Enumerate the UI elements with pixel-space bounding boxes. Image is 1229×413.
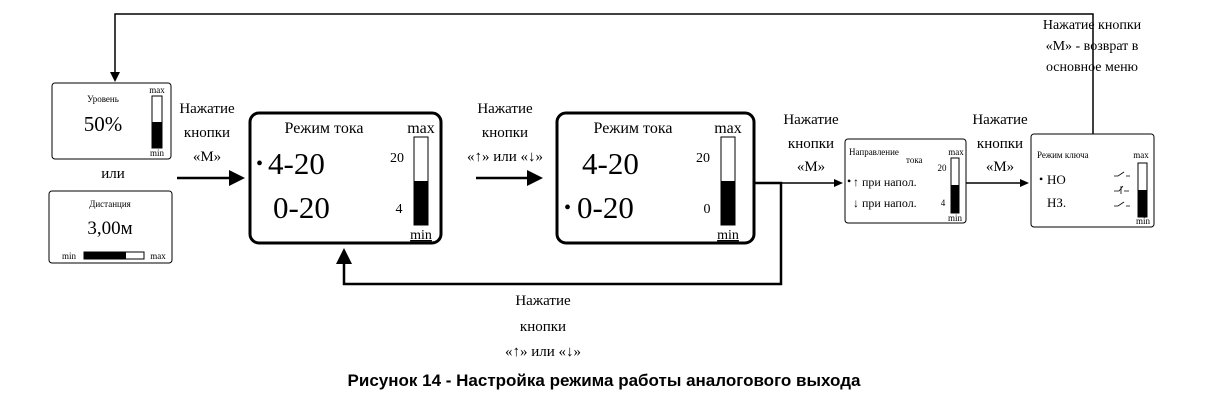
switch-contact-icons bbox=[1114, 171, 1130, 207]
return-label-line2: «М» - возврат в bbox=[1046, 39, 1139, 54]
switch-max: max bbox=[1133, 150, 1149, 160]
arrow-updown-line2: кнопки bbox=[482, 125, 528, 141]
arrow-back-line3: «↑» или «↓» bbox=[505, 344, 581, 360]
level-bar-max-label: max bbox=[149, 85, 165, 95]
arrow-m-1: Нажатие кнопки «М» bbox=[177, 101, 245, 186]
switch-title: Режим ключа bbox=[1037, 150, 1089, 160]
direction-option-down: ↓ при напол. bbox=[853, 196, 917, 210]
arrow-m-1-line2: кнопки bbox=[184, 125, 230, 141]
current1-max: max bbox=[407, 120, 435, 137]
or-label: или bbox=[101, 166, 125, 182]
arrow-m-3: Нажатие кнопки «М» bbox=[966, 112, 1029, 187]
current1-option-0-20: 0-20 bbox=[273, 190, 330, 225]
current2-scale-top: 20 bbox=[696, 151, 710, 166]
back-loop-head bbox=[336, 248, 352, 264]
screen-switch: Режим ключа max • НО НЗ. min bbox=[1030, 133, 1155, 228]
arrow-m-1-line3: «М» bbox=[193, 149, 221, 165]
direction-bar-fill bbox=[951, 185, 959, 213]
current2-title: Режим тока bbox=[594, 120, 673, 137]
current1-scale-top: 20 bbox=[390, 151, 404, 166]
arrow-m-1-line1: Нажатие bbox=[179, 101, 235, 117]
arrow-m-3-line1: Нажатие bbox=[972, 112, 1028, 128]
arrow-updown-head bbox=[527, 170, 543, 186]
switch-bullet: • bbox=[1039, 172, 1043, 186]
arrow-m-3-line3: «М» bbox=[986, 159, 1014, 175]
distance-title: Дистанция bbox=[89, 199, 131, 209]
arrow-m-2: Нажатие кнопки «М» bbox=[781, 112, 843, 187]
screen-direction: Направление тока max • ↑ при напол. ↓ пр… bbox=[844, 138, 967, 224]
arrow-updown-line1: Нажатие bbox=[477, 101, 533, 117]
direction-title: Направление bbox=[849, 147, 899, 157]
distance-bar-max-label: max bbox=[150, 251, 166, 261]
return-label-line1: Нажатие кнопки bbox=[1043, 18, 1142, 33]
current1-min: min bbox=[410, 228, 432, 243]
direction-subtitle: тока bbox=[906, 155, 923, 165]
screen-current-2: Режим тока max 4-20 • 0-20 20 0 min bbox=[555, 111, 756, 245]
screen-distance: Дистанция 3,00м min max bbox=[48, 190, 173, 264]
current1-scale-bottom: 4 bbox=[396, 202, 403, 217]
arrow-back-line1: Нажатие bbox=[515, 293, 571, 309]
arrow-m-2-head bbox=[834, 179, 843, 187]
current2-max: max bbox=[714, 120, 742, 137]
current2-option-0-20: 0-20 bbox=[577, 190, 634, 225]
direction-min: min bbox=[948, 213, 963, 223]
switch-option-nz: НЗ. bbox=[1047, 195, 1066, 210]
direction-bullet: • bbox=[847, 174, 851, 188]
direction-option-up: ↑ при напол. bbox=[853, 175, 917, 189]
current1-title: Режим тока bbox=[285, 120, 364, 137]
current2-min: min bbox=[717, 228, 739, 243]
current2-option-4-20: 4-20 bbox=[582, 146, 639, 181]
distance-bar-min-label: min bbox=[62, 251, 77, 261]
distance-bar-fill bbox=[84, 252, 126, 259]
figure-caption: Рисунок 14 - Настройка режима работы ана… bbox=[348, 371, 861, 390]
arrow-updown-line3: «↑» или «↓» bbox=[467, 149, 543, 165]
level-bar-min-label: min bbox=[150, 148, 165, 158]
arrow-m-2-line3: «М» bbox=[797, 159, 825, 175]
arrow-m-3-head bbox=[1020, 179, 1029, 187]
screen-level: Уровень 50% max min bbox=[51, 82, 172, 160]
return-arrowhead bbox=[110, 72, 120, 82]
switch-min: min bbox=[1136, 216, 1151, 226]
direction-scale-bottom: 4 bbox=[941, 198, 946, 208]
current2-bar-fill bbox=[721, 181, 735, 225]
switch-option-no: НО bbox=[1047, 172, 1066, 187]
level-bar-fill bbox=[152, 122, 162, 148]
arrow-m-2-line2: кнопки bbox=[788, 136, 834, 152]
direction-max: max bbox=[948, 147, 964, 157]
arrow-updown: Нажатие кнопки «↑» или «↓» bbox=[467, 101, 543, 186]
level-value: 50% bbox=[84, 112, 123, 136]
current1-option-4-20: 4-20 bbox=[268, 146, 325, 181]
return-label-line3: основное меню bbox=[1046, 60, 1138, 75]
arrow-back-line2: кнопки bbox=[520, 319, 566, 335]
screen-current-1: Режим тока max • 4-20 0-20 20 4 min bbox=[248, 111, 443, 245]
distance-value: 3,00м bbox=[87, 218, 132, 239]
back-loop bbox=[336, 181, 783, 286]
arrow-m-2-line1: Нажатие bbox=[783, 112, 839, 128]
arrow-m-3-line2: кнопки bbox=[977, 136, 1023, 152]
switch-bar-fill bbox=[1138, 190, 1147, 217]
return-loop bbox=[110, 13, 1094, 134]
arrow-m-1-head bbox=[229, 170, 245, 186]
current1-bar-fill bbox=[414, 181, 428, 225]
direction-scale-top: 20 bbox=[938, 163, 948, 173]
current2-bullet: • bbox=[564, 197, 571, 219]
current2-scale-bottom: 0 bbox=[704, 202, 711, 217]
level-title: Уровень bbox=[87, 94, 119, 104]
current1-bullet: • bbox=[256, 153, 263, 175]
